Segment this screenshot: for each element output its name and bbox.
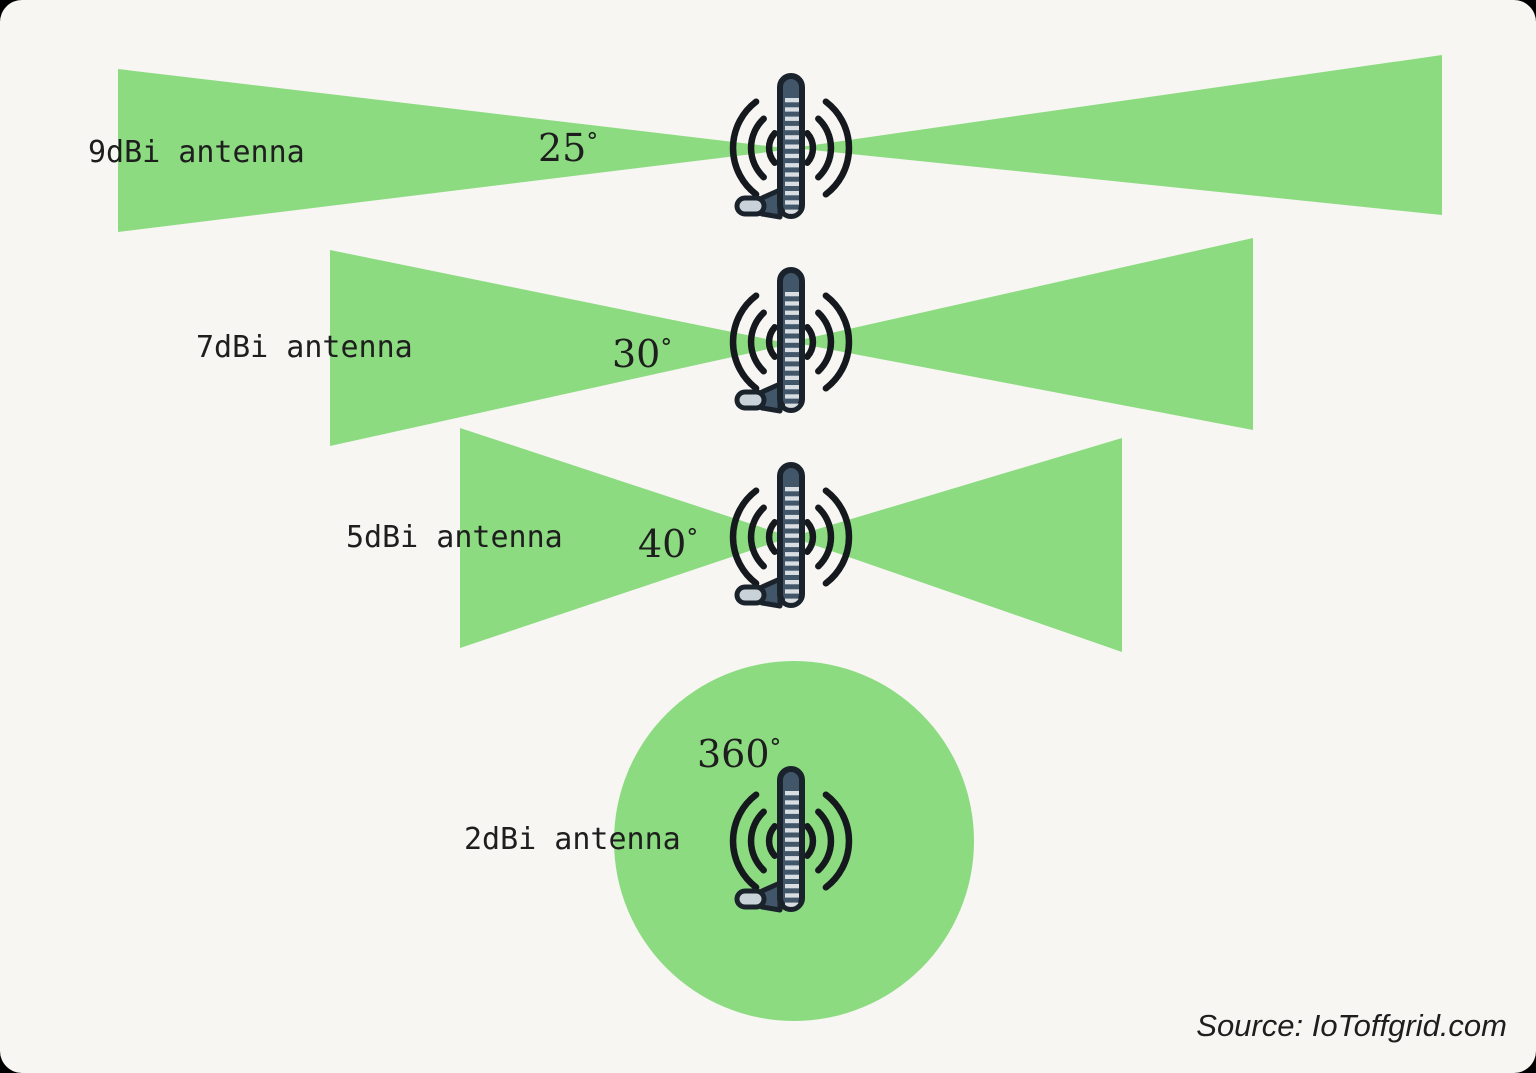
label-7dbi-antenna: 7dBi antenna bbox=[196, 330, 413, 365]
antenna-icon-2dbi bbox=[721, 761, 861, 921]
angle-9dbi: 25° bbox=[538, 125, 599, 170]
angle-7dbi: 30° bbox=[612, 331, 673, 376]
antenna-icon-svg bbox=[729, 766, 853, 913]
beam-7dbi-right bbox=[791, 238, 1253, 430]
antenna-connector bbox=[734, 389, 767, 411]
antenna-rod-stripes bbox=[785, 98, 799, 214]
wave-arc-left-outer bbox=[729, 98, 760, 198]
antenna-connector bbox=[734, 888, 767, 910]
wave-arc-left-outer bbox=[729, 791, 760, 891]
source-credit: Source: IoToffgrid.com bbox=[1196, 1008, 1507, 1043]
antenna-icon-5dbi bbox=[721, 457, 861, 617]
label-9dbi-antenna: 9dBi antenna bbox=[88, 135, 305, 170]
antenna-connector bbox=[734, 584, 767, 606]
antenna-connector bbox=[734, 195, 767, 217]
wave-arc-left-inner bbox=[765, 324, 778, 360]
beam-7dbi-left bbox=[330, 250, 791, 446]
wave-arc-left-middle bbox=[747, 504, 767, 570]
label-2dbi-antenna: 2dBi antenna bbox=[464, 822, 681, 857]
wave-arc-right-inner bbox=[804, 823, 817, 859]
antenna-icon-7dbi bbox=[721, 262, 861, 422]
antenna-icon-9dbi bbox=[721, 68, 861, 228]
wave-arc-right-middle bbox=[815, 115, 835, 181]
wave-arc-left-inner bbox=[765, 823, 778, 859]
antenna-rod-stripes bbox=[785, 487, 799, 603]
wave-arc-right-outer bbox=[822, 98, 853, 198]
beam-5dbi-left bbox=[460, 428, 791, 648]
beam-9dbi-left bbox=[118, 69, 793, 232]
antenna-icon-svg bbox=[729, 73, 853, 220]
wave-arc-left-middle bbox=[747, 808, 767, 874]
degree-symbol: ° bbox=[686, 523, 699, 551]
wave-arc-right-inner bbox=[804, 324, 817, 360]
beam-9dbi-right bbox=[793, 55, 1442, 215]
antenna-icon-svg bbox=[729, 462, 853, 609]
antenna-rod-stripes bbox=[785, 292, 799, 408]
wave-arc-left-outer bbox=[729, 292, 760, 392]
wave-arc-right-middle bbox=[815, 504, 835, 570]
wave-arc-right-outer bbox=[822, 487, 853, 587]
wave-arc-left-inner bbox=[765, 130, 778, 166]
wave-arc-right-middle bbox=[815, 309, 835, 375]
wave-arc-right-inner bbox=[804, 519, 817, 555]
degree-symbol: ° bbox=[769, 733, 782, 761]
antenna-rod-stripes bbox=[785, 791, 799, 907]
degree-symbol: ° bbox=[586, 127, 599, 155]
antenna-icon-svg bbox=[729, 267, 853, 414]
beam-5dbi-right bbox=[791, 438, 1122, 652]
wave-arc-right-outer bbox=[822, 292, 853, 392]
degree-symbol: ° bbox=[660, 333, 673, 361]
wave-arc-right-inner bbox=[804, 130, 817, 166]
wave-arc-left-inner bbox=[765, 519, 778, 555]
wave-arc-left-outer bbox=[729, 487, 760, 587]
wave-arc-left-middle bbox=[747, 309, 767, 375]
wave-arc-right-middle bbox=[815, 808, 835, 874]
angle-5dbi: 40° bbox=[638, 521, 699, 566]
wave-arc-left-middle bbox=[747, 115, 767, 181]
label-5dbi-antenna: 5dBi antenna bbox=[346, 520, 563, 555]
angle-2dbi: 360° bbox=[697, 731, 782, 776]
wave-arc-right-outer bbox=[822, 791, 853, 891]
